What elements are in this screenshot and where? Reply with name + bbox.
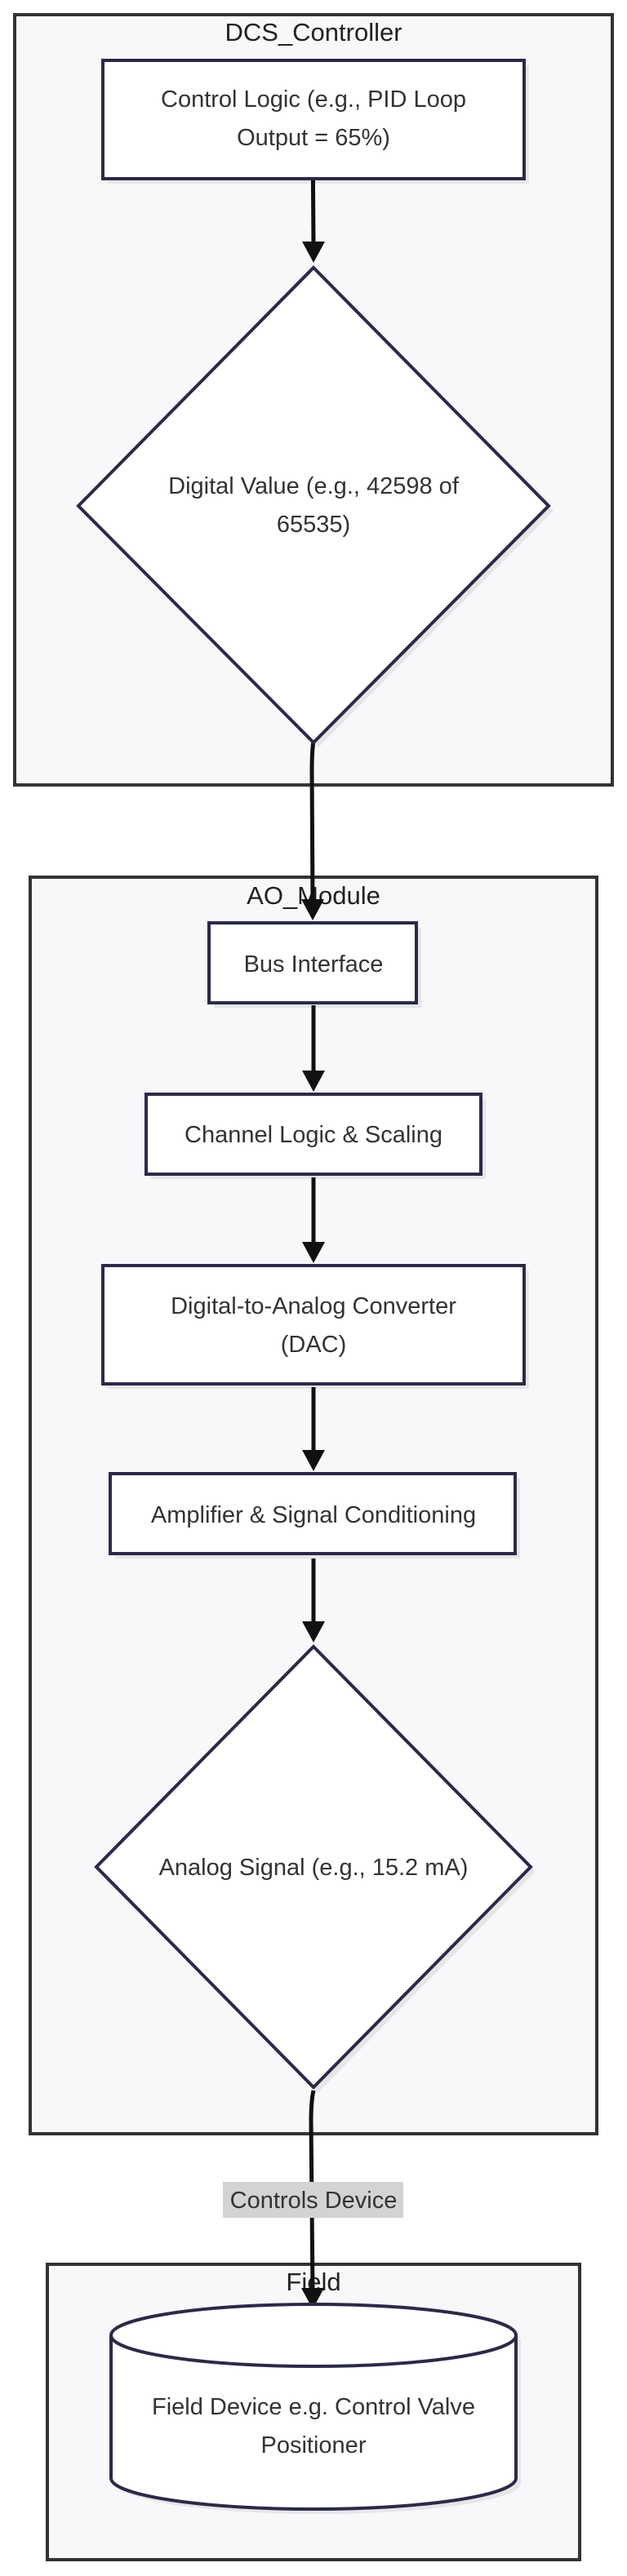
edge-dac-to-amplifier	[302, 1387, 325, 1471]
node-field-device-line2: Positioner	[261, 2432, 367, 2459]
node-dac[interactable]: Digital-to-Analog Converter (DAC)	[101, 1264, 529, 1389]
edge-amplifier-to-analog	[302, 1558, 325, 1643]
node-control-logic-line2: Output = 65%)	[237, 125, 390, 151]
node-amplifier[interactable]: Amplifier & Signal Conditioning	[109, 1472, 520, 1558]
node-field-device-line1: Field Device e.g. Control Valve	[152, 2394, 475, 2420]
node-analog-signal-diamond[interactable]	[94, 1644, 533, 2090]
node-dac-line1: Digital-to-Analog Converter	[171, 1293, 456, 1319]
edge-channel-to-dac	[302, 1177, 325, 1263]
arrowhead-icon	[302, 1242, 325, 1263]
arrowhead-icon	[301, 2288, 324, 2309]
node-digital-value[interactable]: Digital Value (e.g., 42598 of 65535)	[76, 265, 554, 747]
edge-analog-to-field-device	[301, 2090, 324, 2309]
node-digital-value-line2: 65535)	[277, 512, 350, 538]
arrowhead-icon	[302, 1450, 325, 1471]
node-amplifier-label: Amplifier & Signal Conditioning	[151, 1502, 476, 1528]
node-analog-signal[interactable]: Analog Signal (e.g., 15.2 mA)	[94, 1644, 536, 2092]
node-amplifier-box[interactable]	[109, 1472, 517, 1555]
node-channel-logic[interactable]: Channel Logic & Scaling	[145, 1093, 486, 1179]
node-bus-interface-box[interactable]	[207, 921, 418, 1004]
node-digital-value-diamond[interactable]	[76, 265, 551, 745]
edge-label-text: Controls Device	[230, 2188, 398, 2214]
node-control-logic[interactable]: Control Logic (e.g., PID Loop Output = 6…	[101, 59, 529, 184]
node-channel-logic-box[interactable]	[145, 1093, 482, 1176]
node-analog-signal-label: Analog Signal (e.g., 15.2 mA)	[159, 1855, 469, 1881]
arrowhead-icon	[302, 1071, 325, 1092]
arrowhead-icon	[301, 899, 324, 920]
node-bus-interface-label: Bus Interface	[244, 951, 384, 978]
cluster-dcs-controller-title: DCS_Controller	[225, 18, 402, 47]
node-bus-interface[interactable]: Bus Interface	[207, 921, 421, 1008]
node-dac-line2: (DAC)	[281, 1332, 347, 1358]
node-dac-box[interactable]	[101, 1264, 526, 1386]
node-field-device[interactable]: Field Device e.g. Control Valve Position…	[109, 2303, 521, 2514]
edge-label-background	[223, 2182, 403, 2218]
node-control-logic-line1: Control Logic (e.g., PID Loop	[161, 86, 466, 113]
edge-bus-to-channel	[302, 1005, 325, 1092]
arrowhead-icon	[302, 1621, 325, 1643]
arrowhead-icon	[302, 242, 325, 263]
node-digital-value-line1: Digital Value (e.g., 42598 of	[168, 473, 460, 499]
node-channel-logic-label: Channel Logic & Scaling	[185, 1122, 442, 1148]
node-field-device-cylinder[interactable]	[109, 2303, 518, 2511]
edge-label-controls-device: Controls Device	[223, 2182, 403, 2218]
node-control-logic-box[interactable]	[101, 59, 526, 180]
node-field-device-cylinder-rim	[109, 2334, 518, 2368]
